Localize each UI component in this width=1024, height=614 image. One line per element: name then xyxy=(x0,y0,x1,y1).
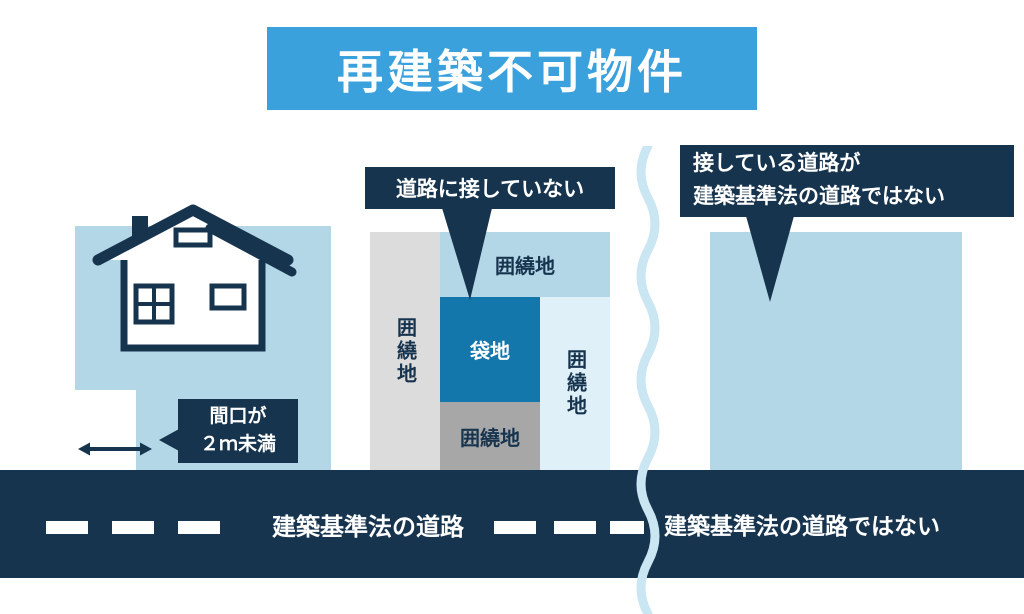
non-qualifying-road-callout-line2: 建築基準法の道路ではない xyxy=(693,185,945,208)
surrounding-land-right: 囲繞地 xyxy=(540,297,610,470)
non-qualifying-road-callout: 接している道路が 建築基準法の道路ではない xyxy=(680,145,1014,217)
road-label-right: 建築基準法の道路ではない xyxy=(664,513,940,539)
callout-tail-left-icon xyxy=(159,429,179,451)
frontage-callout-line2: ２ｍ未満 xyxy=(199,434,276,455)
landlocked-plot: 袋地 xyxy=(440,297,540,402)
page-title: 再建築不可物件 xyxy=(337,45,687,98)
surrounding-land-bottom-label: 囲繞地 xyxy=(460,427,520,450)
road-label-left: 建築基準法の道路 xyxy=(272,514,464,541)
surrounding-land-right-label: 囲繞地 xyxy=(563,349,586,418)
road-dash xyxy=(610,521,644,534)
wave-divider-icon xyxy=(636,146,660,614)
no-road-callout: 道路に接していない xyxy=(365,167,615,209)
frontage-callout: 間口が ２ｍ未満 xyxy=(159,399,298,463)
callout-tail-middle-icon xyxy=(442,208,492,300)
callout-tail-right-icon xyxy=(746,216,794,302)
road-dash xyxy=(178,521,220,534)
frontage-callout-line1: 間口が xyxy=(209,406,267,428)
road-dash xyxy=(46,521,88,534)
surrounding-land-top-label: 囲繞地 xyxy=(495,256,555,278)
road-dash xyxy=(554,521,596,534)
title-banner: 再建築不可物件 xyxy=(267,27,757,110)
width-arrow-icon xyxy=(78,442,152,456)
surrounding-land-bottom: 囲繞地 xyxy=(440,402,540,470)
landlocked-plot-label: 袋地 xyxy=(470,341,510,363)
no-road-callout-label: 道路に接していない xyxy=(395,178,585,201)
road-dash xyxy=(112,521,154,534)
road-dash xyxy=(494,521,536,534)
road: 建築基準法の道路 建築基準法の道路ではない xyxy=(0,470,1024,578)
right-plot xyxy=(710,232,962,470)
surrounding-land-left: 囲繞地 xyxy=(370,232,440,470)
surrounding-land-left-label: 囲繞地 xyxy=(393,316,416,386)
house-icon xyxy=(92,204,297,352)
non-qualifying-road-callout-line1: 接している道路が xyxy=(693,152,861,176)
